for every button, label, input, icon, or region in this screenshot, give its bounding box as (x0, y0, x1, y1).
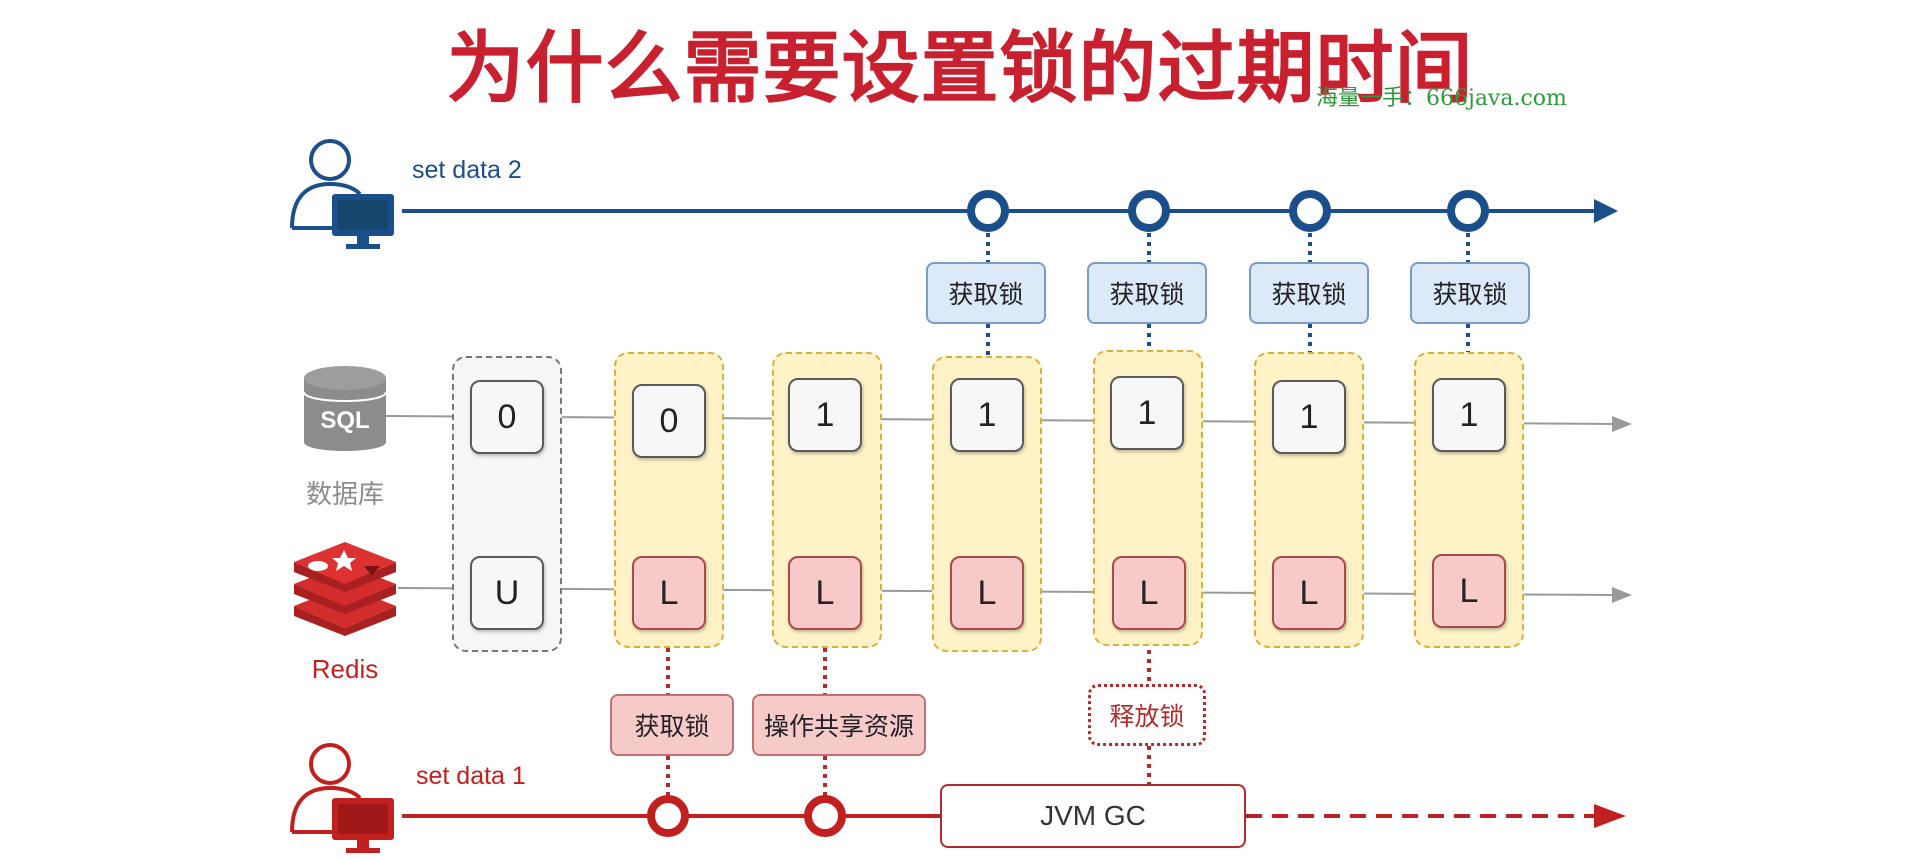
redis-value-box: L (788, 556, 862, 630)
page-title: 为什么需要设置锁的过期时间 (446, 24, 1474, 114)
lane-label-set-data-2: set data 2 (412, 156, 522, 184)
lane-label-set-data-1: set data 1 (416, 762, 526, 790)
watermark: 海量一手：666java.com (1316, 86, 1567, 111)
red-event-point (804, 795, 846, 837)
user-computer-red-icon (290, 743, 394, 853)
db-value-box: 1 (1110, 376, 1184, 450)
database-label: 数据库 (305, 480, 384, 510)
db-value-box: 1 (950, 378, 1024, 452)
operate-resource-label: 操作共享资源 (752, 694, 926, 756)
acquire-lock-label: 获取锁 (1410, 262, 1530, 324)
redis-value-box: U (470, 556, 544, 630)
timeline-set-data-2-arrow (1594, 199, 1618, 223)
acquire-lock-label: 获取锁 (1249, 262, 1369, 324)
db-line-arrow (1612, 416, 1632, 432)
redis-icon (294, 542, 396, 636)
acquire-lock-label-red: 获取锁 (610, 694, 734, 756)
db-value-box: 1 (1432, 378, 1506, 452)
user-computer-blue-icon (290, 139, 394, 249)
redis-label: Redis (311, 654, 379, 684)
blue-event-point (1447, 190, 1489, 232)
redis-value-box: L (632, 556, 706, 630)
redis-value-box: L (1272, 556, 1346, 630)
db-value-box: 0 (470, 380, 544, 454)
database-icon: SQL (303, 366, 387, 451)
acquire-lock-label: 获取锁 (1087, 262, 1207, 324)
jvm-gc-box: JVM GC (940, 784, 1246, 848)
sql-icon-text: SQL (320, 407, 369, 434)
redis-value-box: L (1432, 554, 1506, 628)
db-value-box: 1 (1272, 380, 1346, 454)
db-value-box: 1 (788, 378, 862, 452)
redis-line-arrow (1612, 587, 1632, 603)
timeline-set-data-1-arrow (1594, 804, 1626, 828)
db-value-box: 0 (632, 384, 706, 458)
blue-event-point (1289, 190, 1331, 232)
release-lock-label: 释放锁 (1088, 684, 1206, 746)
acquire-lock-label: 获取锁 (926, 262, 1046, 324)
redis-value-box: L (950, 556, 1024, 630)
redis-value-box: L (1112, 556, 1186, 630)
red-event-point (647, 795, 689, 837)
blue-event-point (1128, 190, 1170, 232)
blue-event-point (967, 190, 1009, 232)
